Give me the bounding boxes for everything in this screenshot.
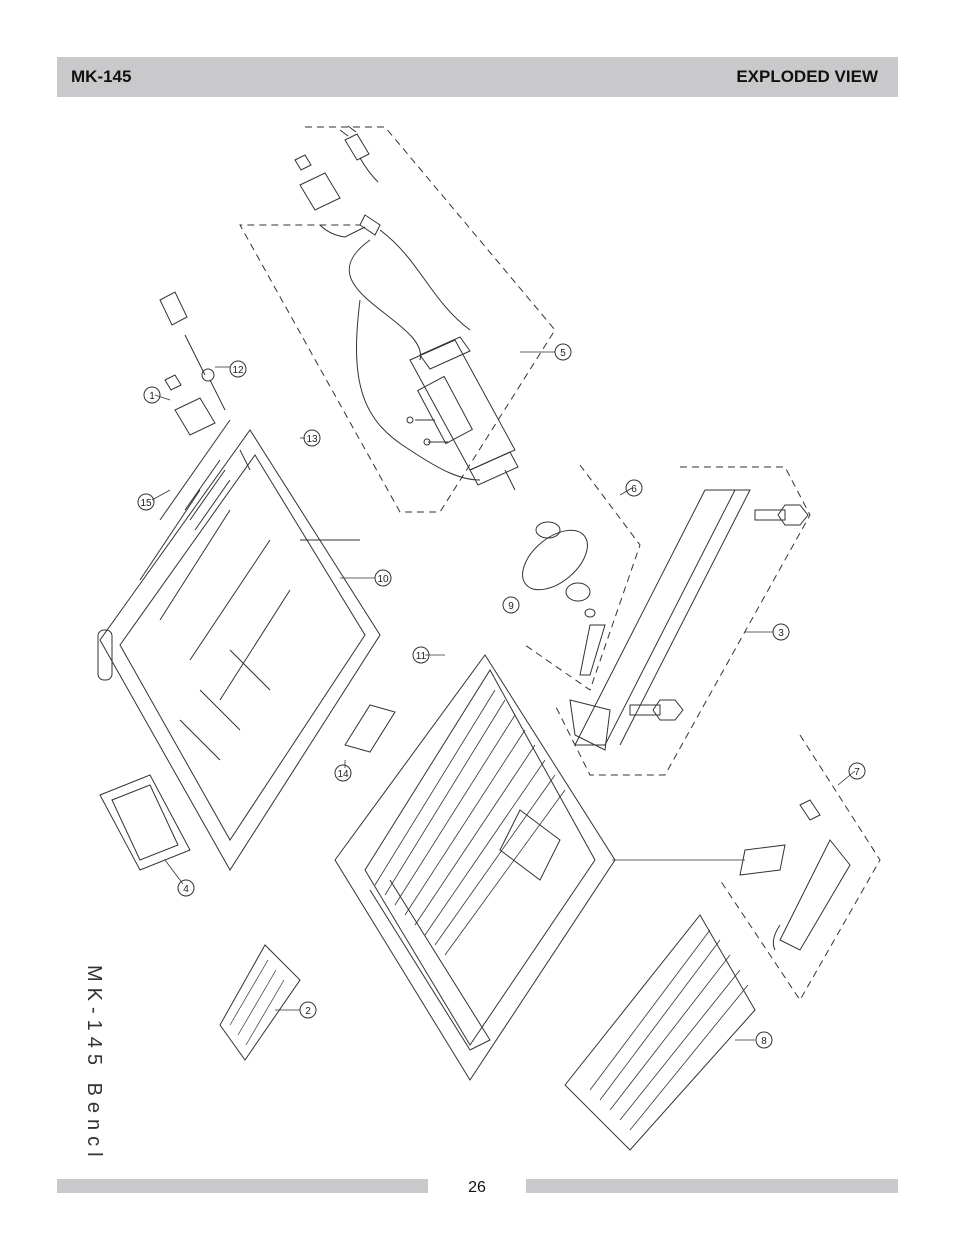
callouts: 1 2 3 4 5 6 7 8 9 10 11 12 13 14 15: [137, 343, 866, 1049]
callout-9: 9: [502, 596, 520, 614]
svg-text:11: 11: [416, 651, 427, 662]
callout-10: 10: [374, 569, 392, 587]
callout-14: 14: [334, 764, 352, 782]
blade-assembly: [522, 521, 606, 676]
svg-text:15: 15: [140, 498, 152, 509]
fence-group-outline: [554, 466, 811, 776]
svg-text:9: 9: [508, 601, 514, 612]
miter-group-outline: [719, 734, 881, 1001]
footer-bar-left: [57, 1179, 428, 1193]
svg-text:6: 6: [631, 484, 637, 495]
handle-part: [99, 774, 191, 871]
base-foot-part: [219, 944, 301, 1061]
svg-text:13: 13: [306, 434, 318, 445]
svg-text:12: 12: [232, 365, 244, 376]
callout-3: 3: [772, 623, 790, 641]
extension-table: [564, 914, 756, 1151]
callout-12: 12: [229, 360, 247, 378]
page-number: 26: [468, 1179, 486, 1196]
base-frame: [97, 419, 381, 871]
svg-text:8: 8: [761, 1036, 767, 1047]
switch-and-cord: [159, 291, 226, 436]
motor-assembly: [294, 125, 519, 491]
callout-8: 8: [755, 1031, 773, 1049]
callout-5: 5: [554, 343, 572, 361]
svg-text:10: 10: [377, 574, 389, 585]
miter-assembly: [739, 799, 851, 951]
footer-bar-right: [526, 1179, 898, 1193]
leader-lines: [151, 351, 856, 1041]
header-bar: MK-145 EXPLODED VIEW: [57, 57, 898, 97]
callout-15: 15: [137, 493, 155, 511]
svg-text:7: 7: [854, 767, 860, 778]
callout-6: 6: [625, 479, 643, 497]
callout-4: 4: [177, 879, 195, 897]
section-title: EXPLODED VIEW: [736, 67, 878, 86]
blade-group-outline: [524, 464, 641, 691]
svg-text:1: 1: [149, 391, 155, 402]
svg-text:2: 2: [305, 1006, 311, 1017]
svg-text:5: 5: [560, 348, 566, 359]
callout-2: 2: [299, 1001, 317, 1019]
motor-group-outline: [239, 126, 556, 513]
side-caption: MK-145 Bencl: [83, 965, 105, 1163]
svg-text:14: 14: [337, 769, 349, 780]
callout-1: 1: [143, 386, 161, 404]
label-plate: [344, 704, 396, 753]
callout-11: 11: [412, 646, 430, 664]
fence-assembly: [569, 489, 809, 751]
callout-13: 13: [303, 429, 321, 447]
exploded-view-drawing: 1 2 3 4 5 6 7 8 9 10 11 12 13 14 15 MK-1…: [83, 125, 881, 1163]
svg-text:3: 3: [778, 628, 784, 639]
model-title: MK-145: [71, 67, 132, 86]
callout-7: 7: [848, 762, 866, 780]
svg-text:4: 4: [183, 884, 189, 895]
